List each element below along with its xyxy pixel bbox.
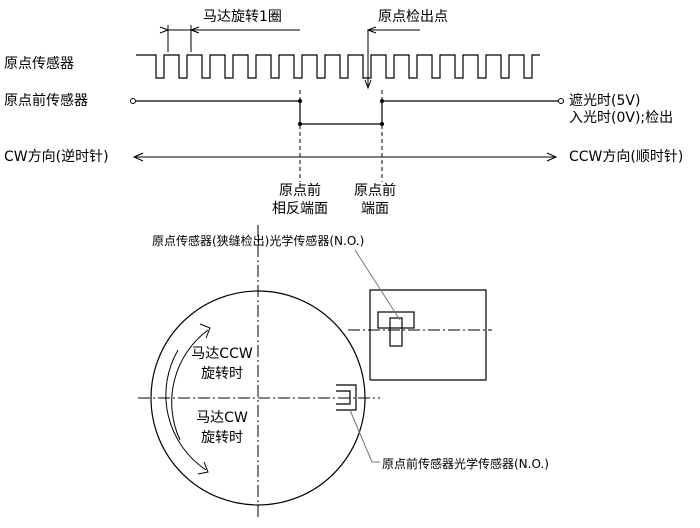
motor-ccw-label-line2: 旋转时 xyxy=(201,366,243,382)
pre-origin-start-dot xyxy=(130,98,136,104)
edge-dot-2 xyxy=(298,122,302,126)
near-edge-label-line1: 原点前 xyxy=(354,183,396,199)
detect-point-arrow-bottom xyxy=(364,79,372,90)
motor-cw-label-line1: 马达CW xyxy=(196,410,248,426)
origin-detect-point-label: 原点检出点 xyxy=(378,9,448,25)
origin-sensor-label: 原点传感器 xyxy=(4,56,74,72)
lit-0v-detect-label: 入光时(0V);检出 xyxy=(569,110,674,126)
rev-arrow-right xyxy=(189,26,200,34)
pre-origin-optical-label: 原点前传感器光学传感器(N.O.) xyxy=(382,457,549,471)
detect-point-arrow-top xyxy=(366,26,377,34)
slit-sensor-body xyxy=(377,311,415,329)
cw-rotation-arc xyxy=(165,349,207,471)
origin-sensor-pulse-train xyxy=(136,54,540,79)
slit-sensor-housing xyxy=(369,289,487,381)
motor-one-rev-label: 马达旋转1圈 xyxy=(203,9,282,25)
slit-sensor-label: 原点传感器(狭缝检出)光学传感器(N.O.) xyxy=(152,234,365,248)
cw-direction-label: CW方向(逆时针) xyxy=(4,149,109,165)
motor-ccw-label-line1: 马达CCW xyxy=(191,346,253,362)
pre-origin-leader xyxy=(349,409,380,463)
near-edge-label-line2: 端面 xyxy=(361,201,389,217)
ccw-rotation-arrowhead xyxy=(199,323,211,339)
pre-origin-end-dot xyxy=(558,98,564,104)
ccw-arrow xyxy=(546,152,558,162)
pre-origin-sensor-label: 原点前传感器 xyxy=(4,93,88,109)
rev-arrow-left xyxy=(159,26,170,34)
ccw-rotation-arc xyxy=(171,329,209,441)
pre-origin-optical-sensor xyxy=(336,384,357,411)
shaded-5v-label: 遮光时(5V) xyxy=(569,93,641,109)
cw-arrow xyxy=(132,152,144,162)
motor-cw-label-line2: 旋转时 xyxy=(201,430,243,446)
pre-origin-optical-slot xyxy=(336,390,351,405)
far-edge-label-line1: 原点前 xyxy=(279,183,321,199)
cw-rotation-arrowhead xyxy=(197,461,209,475)
far-edge-label-line2: 相反端面 xyxy=(272,201,328,217)
edge-dot-4 xyxy=(380,122,384,126)
ccw-direction-label: CCW方向(顺时针) xyxy=(569,149,684,165)
slit-sensor-slot xyxy=(389,317,403,347)
slit-sensor-leader xyxy=(354,249,401,321)
